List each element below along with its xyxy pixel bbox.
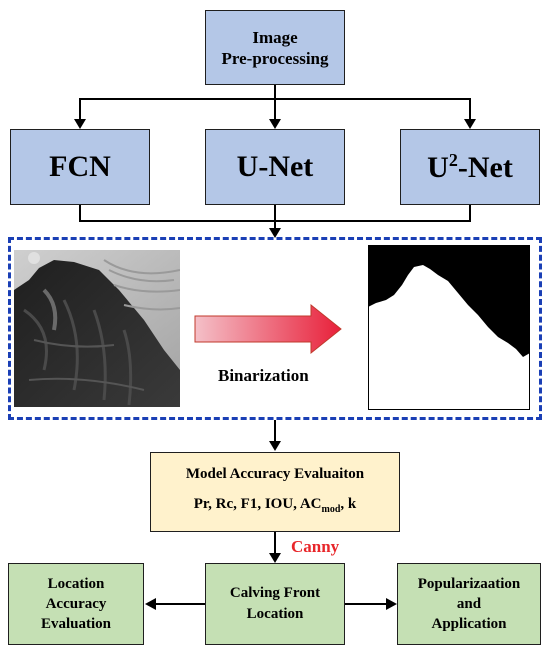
connector [469,205,471,221]
fcn-label: FCN [49,150,111,183]
segmentation-frame [8,237,542,420]
location-line3: Evaluation [40,616,112,632]
sar-image [14,250,180,407]
arrow-down-icon [269,441,281,451]
popular-line3: Application [431,616,507,632]
calving-line1: Calving Front [229,585,321,601]
unet-node: U-Net [205,129,345,205]
u2net-node: U2-Net [400,129,540,205]
arrow-down-icon [269,228,281,238]
metrics-sub: mod [321,504,341,515]
u2net-sup: 2 [448,149,458,170]
right-arrow-icon [194,303,342,355]
evaluation-title: Model Accuracy Evaluaiton [185,466,365,482]
connector [274,420,276,442]
calving-line2: Location [246,606,304,622]
binary-mask-image [368,245,530,410]
connector [79,205,81,221]
canny-label: Canny [291,537,340,556]
arrow-down-icon [269,119,281,129]
arrow-down-icon [74,119,86,129]
popular-line2: and [456,596,482,612]
popularization-application-node: Popularizaation and Application [397,563,541,645]
image-preprocessing-node: Image Pre-processing [205,10,345,85]
evaluation-metrics: Pr, Rc, F1, IOU, ACmod, k [194,489,357,525]
calving-front-location-node: Calving Front Location [205,563,345,645]
metrics-prefix: Pr, Rc, F1, IOU, AC [193,496,322,512]
u2net-label: U2-Net [427,150,513,185]
location-accuracy-evaluation-node: Location Accuracy Evaluation [8,563,144,645]
binarization-label: Binarization [218,366,309,385]
arrow-right-icon [386,598,397,610]
u2net-prefix: U [427,150,449,184]
popular-line1: Popularizaation [417,576,521,592]
connector [274,205,276,229]
connector [274,85,276,99]
preprocess-line2: Pre-processing [221,48,329,68]
model-accuracy-evaluation-node: Model Accuracy Evaluaiton Pr, Rc, F1, IO… [150,452,400,532]
connector [79,98,81,120]
arrow-left-icon [145,598,156,610]
connector [154,603,205,605]
metrics-suffix: , k [340,496,357,512]
arrow-down-icon [464,119,476,129]
connector [274,532,276,554]
u2net-suffix: -Net [457,150,513,184]
location-line2: Accuracy [45,596,107,612]
preprocess-line1: Image [252,27,298,47]
connector [274,98,276,120]
connector [345,603,387,605]
location-line1: Location [47,576,105,592]
unet-label: U-Net [236,150,314,183]
arrow-down-icon [269,553,281,563]
connector [469,98,471,120]
connector [79,220,471,222]
fcn-node: FCN [10,129,150,205]
